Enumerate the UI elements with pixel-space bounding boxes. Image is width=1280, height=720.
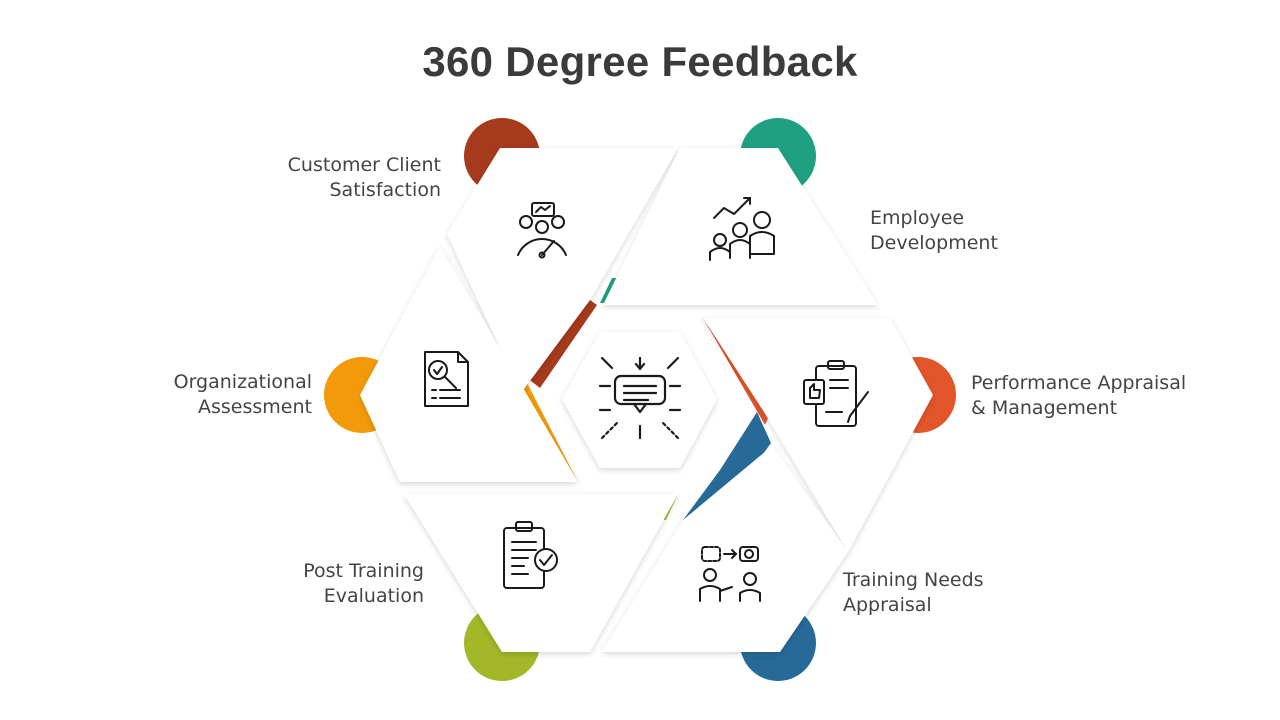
- employee-petal: [603, 148, 878, 305]
- label-line: Development: [870, 232, 998, 254]
- customer-petal: [447, 148, 678, 393]
- post-training-evaluation-label: Post Training Evaluation: [303, 559, 424, 609]
- feedback-convergence-icon: [598, 356, 682, 440]
- document-search-icon: [424, 351, 469, 407]
- label-line: Appraisal: [843, 594, 932, 616]
- page-title: 360 Degree Feedback: [422, 38, 858, 85]
- employee-growth-icon: [709, 197, 775, 261]
- label-line: Customer Client: [287, 154, 441, 176]
- customer-client-satisfaction-label: Customer Client Satisfaction: [288, 153, 441, 203]
- label-line: Satisfaction: [329, 179, 441, 201]
- label-line: Assessment: [198, 396, 312, 418]
- organizational-assessment-label: Organizational Assessment: [174, 370, 312, 420]
- employee-development-label: Employee Development: [870, 206, 998, 256]
- label-line: Organizational: [173, 371, 312, 393]
- petals: [360, 148, 933, 652]
- performance-clipboard-icon: [803, 360, 869, 427]
- label-line: Post Training: [303, 560, 424, 582]
- training-needs-appraisal-label: Training Needs Appraisal: [843, 568, 984, 618]
- training-needs-petal: [602, 446, 848, 652]
- customer-satisfaction-gauge-icon: [517, 202, 567, 259]
- label-line: & Management: [971, 397, 1118, 419]
- label-line: Performance Appraisal: [971, 372, 1187, 394]
- checklist-approved-icon: [503, 521, 558, 589]
- label-line: Evaluation: [323, 585, 424, 607]
- performance-petal: [703, 318, 933, 552]
- performance-appraisal-label: Performance Appraisal & Management: [971, 371, 1186, 421]
- label-line: Employee: [870, 207, 965, 229]
- label-line: Training Needs: [843, 569, 984, 591]
- ring-segment-blue: [683, 412, 771, 520]
- training-discussion-icon: [699, 546, 761, 602]
- post-training-petal: [404, 494, 678, 652]
